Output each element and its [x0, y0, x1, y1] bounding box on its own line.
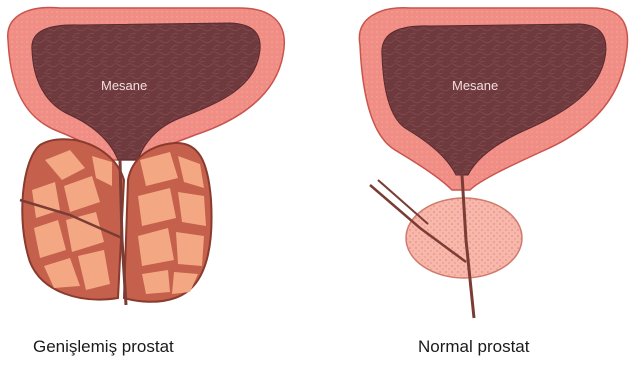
- bladder-label-left: Mesane: [101, 78, 147, 93]
- caption-normal-prostate: Normal prostat: [418, 337, 529, 357]
- normal-prostate-illustration: Mesane: [359, 8, 627, 318]
- enlarged-prostate-illustration: Mesane: [8, 7, 285, 305]
- bladder-label-right: Mesane: [452, 78, 498, 93]
- vas-deferens-right-branch: [378, 180, 428, 224]
- caption-enlarged-prostate: Genişlemiş prostat: [33, 337, 174, 357]
- enlarged-prostate: [22, 139, 211, 302]
